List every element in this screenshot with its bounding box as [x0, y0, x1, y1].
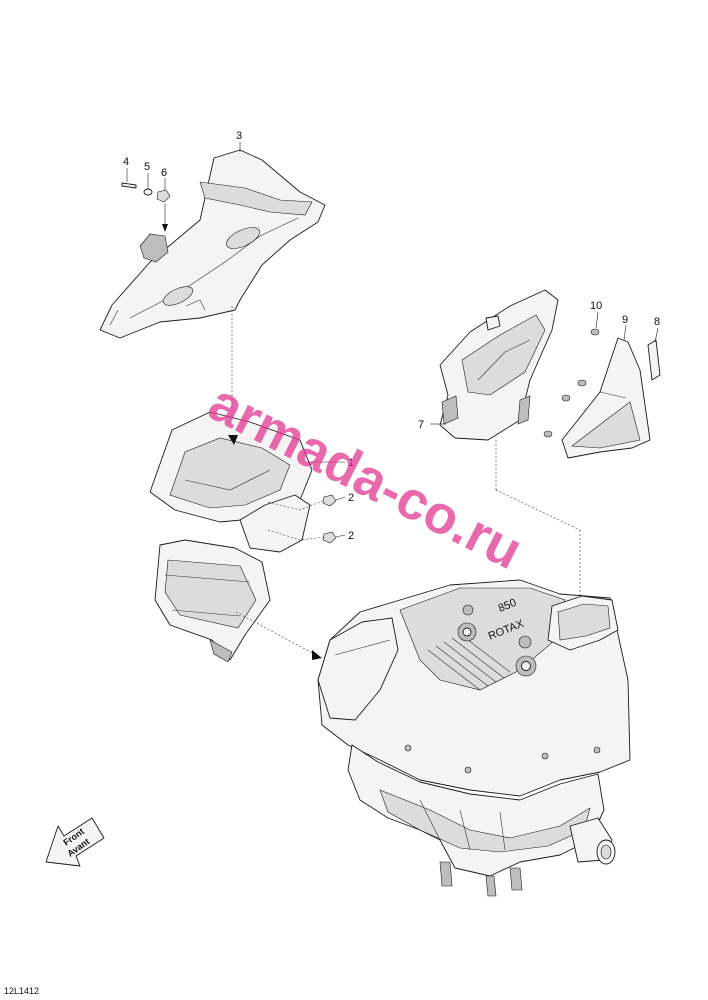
- front-direction-arrow: Front Avant: [45, 817, 105, 867]
- part-8-bracket: [647, 339, 661, 381]
- figure-reference: 12L1412: [4, 986, 39, 996]
- assembly-line-engine: [235, 611, 322, 660]
- callout-8: 8: [654, 316, 660, 328]
- leader-lines: [126, 142, 659, 538]
- hardware-4-5-6: [121, 182, 171, 232]
- callout-9: 9: [622, 314, 628, 326]
- callout-5: 5: [144, 161, 150, 173]
- callout-2-upper: 2: [348, 492, 354, 504]
- callout-4: 4: [123, 156, 129, 168]
- part-7-air-intake: [439, 289, 559, 441]
- part-10-grommets: [543, 328, 600, 438]
- part-9-deflector: [561, 337, 651, 459]
- part-3-duct-cover: [99, 149, 326, 339]
- engine-block: ROTAX 850: [317, 579, 631, 897]
- callout-7: 7: [418, 419, 424, 431]
- callout-1: 1: [348, 457, 354, 469]
- callout-3: 3: [236, 130, 242, 142]
- assembly-line-7b: [495, 489, 581, 531]
- callout-10: 10: [590, 300, 602, 312]
- part-2-nuts: [267, 494, 337, 544]
- callout-2-lower: 2: [348, 530, 354, 542]
- callout-6: 6: [161, 167, 167, 179]
